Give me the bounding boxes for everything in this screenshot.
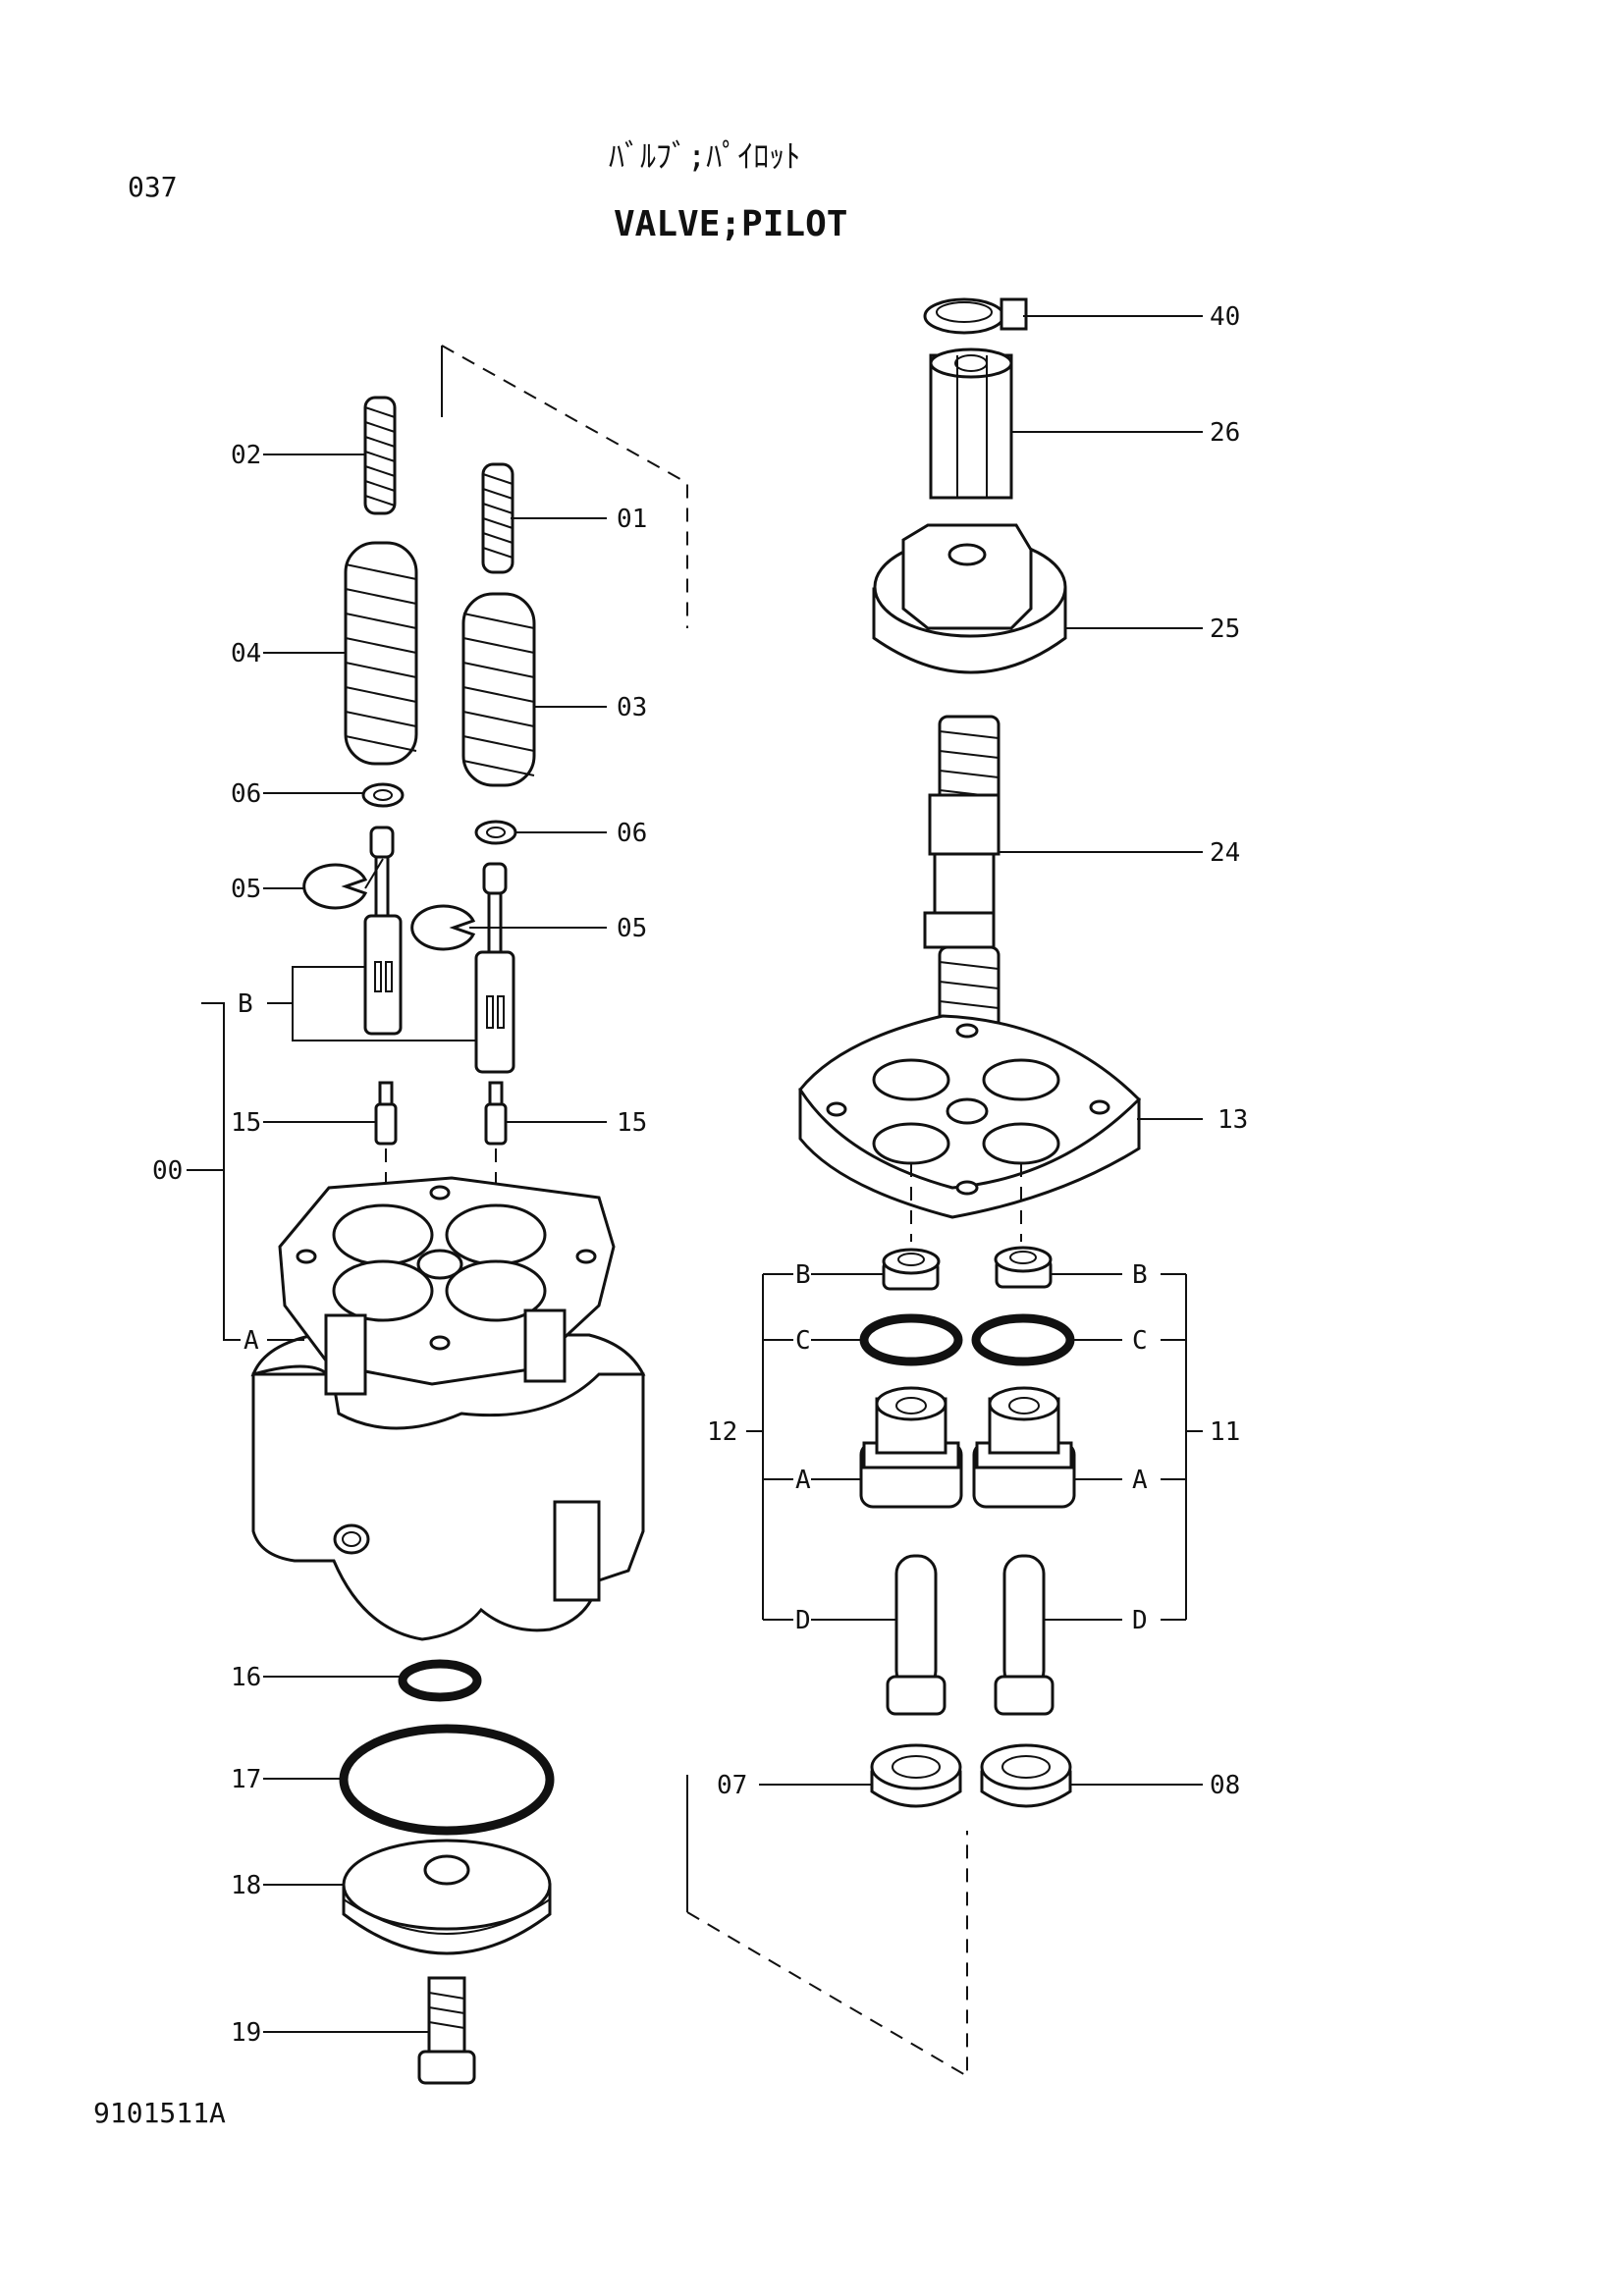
sub-letter-b-right-2: B <box>1132 1260 1148 1290</box>
drawing-id: 9101511A <box>93 2097 226 2129</box>
spring-01 <box>481 462 514 574</box>
hose-clamp-40 <box>923 297 1028 335</box>
plate-13 <box>798 1014 1142 1219</box>
callout-11: 11 <box>1210 1417 1240 1447</box>
spring-02 <box>363 396 397 515</box>
seal-b-left <box>882 1248 941 1291</box>
sub-letter-b-right-1: B <box>795 1260 811 1290</box>
callout-15-left: 15 <box>231 1108 261 1138</box>
pin-15-right <box>488 1081 504 1106</box>
callout-labels: 02 01 04 03 06 06 05 05 B 15 15 00 A 16 … <box>152 302 1248 2048</box>
nut-25 <box>872 523 1067 674</box>
spring-04 <box>344 541 418 766</box>
sub-letter-a-right-1: A <box>795 1466 811 1495</box>
group-bracket-bottom <box>686 1831 968 2078</box>
stem-d-left <box>886 1554 947 1716</box>
callout-18: 18 <box>231 1871 261 1900</box>
sub-letter-d-right-2: D <box>1132 1606 1148 1635</box>
callout-05-right: 05 <box>617 914 647 943</box>
bolt-19 <box>417 1976 476 2085</box>
spring-03 <box>461 592 536 787</box>
sub-letter-b-left: B <box>238 989 253 1019</box>
title-english: VALVE;PILOT <box>614 204 847 244</box>
o-ring-16 <box>398 1659 482 1702</box>
page-number: 037 <box>128 171 178 203</box>
clip-05-right <box>410 904 476 951</box>
callout-00: 00 <box>152 1156 183 1186</box>
callout-25: 25 <box>1210 614 1240 644</box>
sub-letter-d-right-1: D <box>795 1606 811 1635</box>
seal-b-right <box>994 1246 1053 1289</box>
callout-16: 16 <box>231 1663 261 1692</box>
leader-lines <box>187 315 1203 2033</box>
washer-06-left <box>361 782 405 808</box>
group-bracket-top <box>441 345 688 628</box>
o-ring-c-left <box>859 1313 963 1366</box>
plunger-a-right <box>972 1386 1076 1509</box>
sub-letter-c-right-2: C <box>1132 1326 1148 1356</box>
nut-08 <box>980 1743 1072 1808</box>
clip-05-left <box>302 863 368 910</box>
callout-40: 40 <box>1210 302 1240 332</box>
pusher-right <box>474 862 515 1074</box>
callout-24: 24 <box>1210 838 1240 868</box>
sub-letter-c-right-1: C <box>795 1326 811 1356</box>
sub-letter-a-right-2: A <box>1132 1466 1148 1495</box>
joint-24 <box>923 715 1001 1042</box>
callout-17: 17 <box>231 1765 261 1794</box>
nut-07 <box>870 1743 962 1808</box>
callout-15-right: 15 <box>617 1108 647 1138</box>
callout-19: 19 <box>231 2018 261 2048</box>
callout-12: 12 <box>707 1417 737 1447</box>
valve-body <box>250 1176 646 1641</box>
washer-06-right <box>474 820 517 845</box>
stem-d-right <box>994 1554 1055 1716</box>
o-ring-17 <box>339 1724 555 1836</box>
title-japanese: ﾊﾞﾙﾌﾞ;ﾊﾟｲﾛｯﾄ <box>609 137 800 175</box>
callout-04: 04 <box>231 639 261 668</box>
plug-18 <box>342 1839 552 1955</box>
callout-26: 26 <box>1210 418 1240 448</box>
callout-07: 07 <box>717 1771 747 1800</box>
callout-06-left: 06 <box>231 779 261 809</box>
callout-03: 03 <box>617 693 647 722</box>
pin-15-left <box>378 1081 394 1106</box>
callout-01: 01 <box>617 505 647 534</box>
o-ring-c-right <box>971 1313 1075 1366</box>
callout-06-right: 06 <box>617 819 647 848</box>
callout-13: 13 <box>1217 1105 1248 1135</box>
callout-02: 02 <box>231 441 261 470</box>
sub-letter-a-left: A <box>243 1326 259 1356</box>
pusher-left <box>363 826 403 1036</box>
callout-05-left: 05 <box>231 875 261 904</box>
plunger-a-left <box>859 1386 963 1509</box>
callout-08: 08 <box>1210 1771 1240 1800</box>
socket-26 <box>929 347 1013 500</box>
